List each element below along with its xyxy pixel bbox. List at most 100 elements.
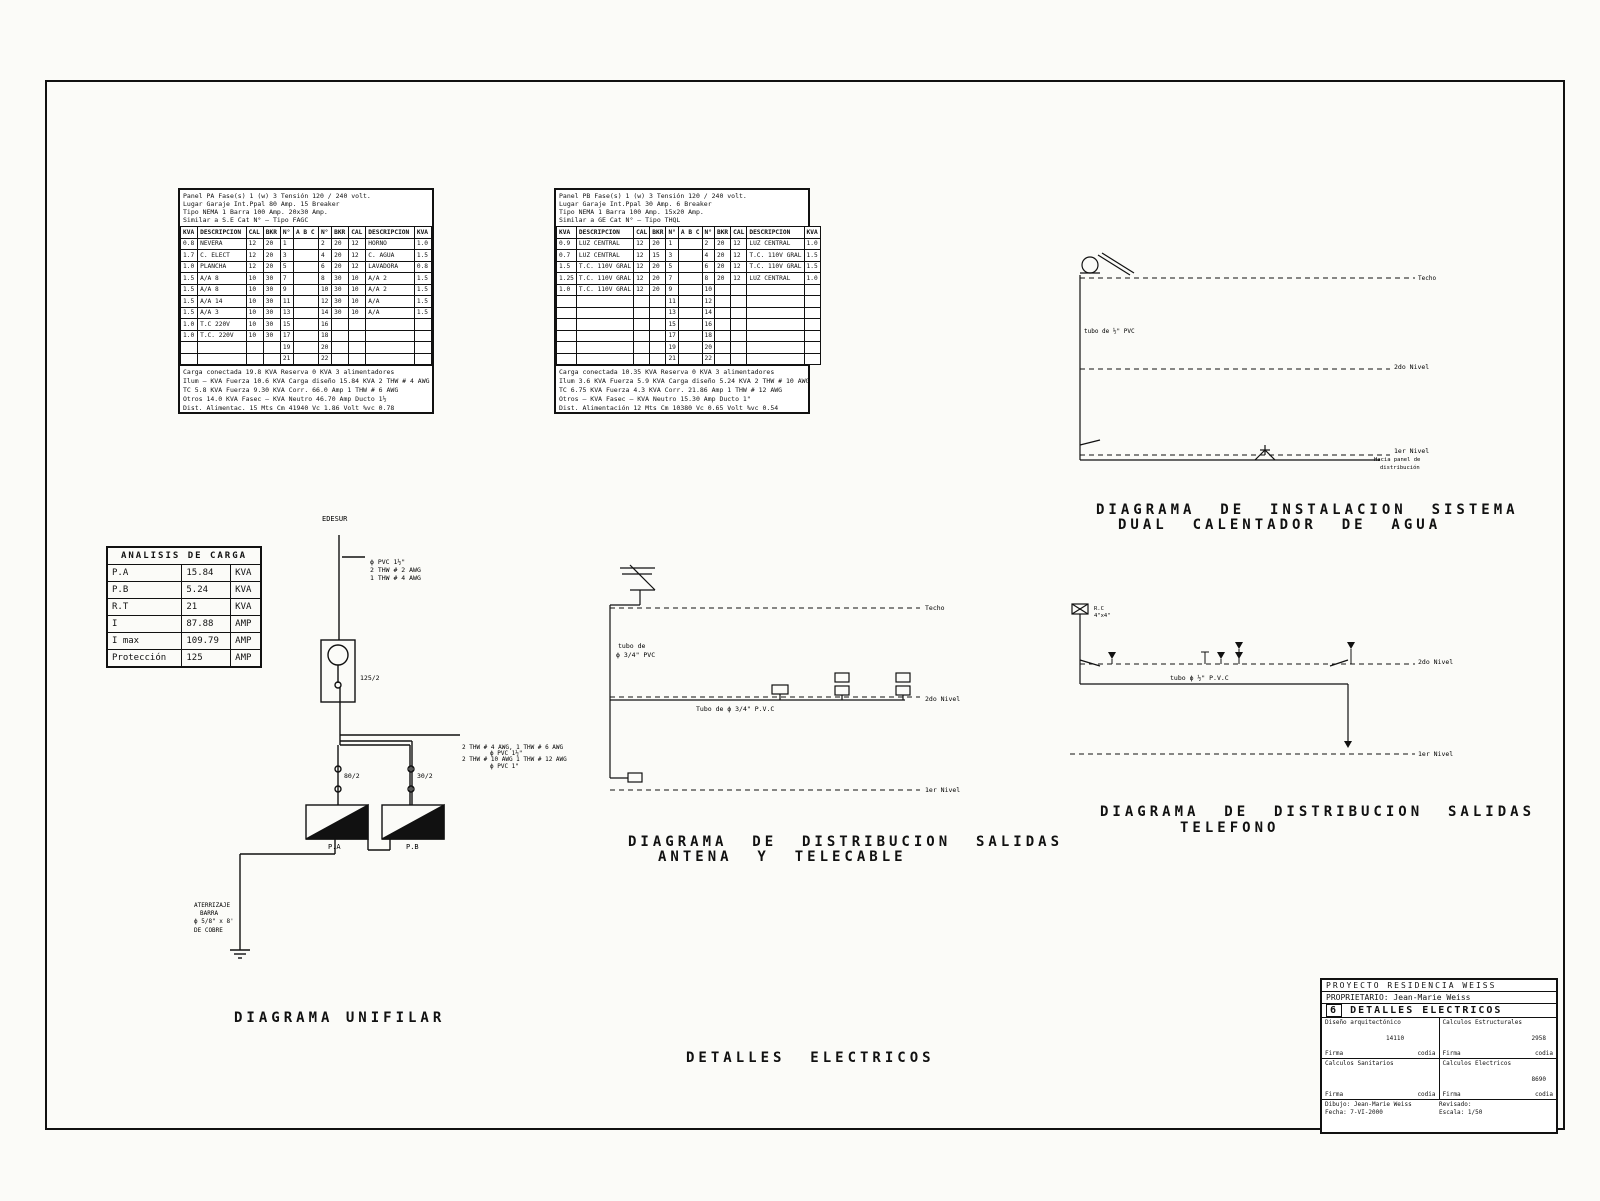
panel-column-header: KVA bbox=[413, 226, 433, 239]
panel-cell bbox=[292, 283, 319, 296]
panel-cell: 7 bbox=[665, 272, 679, 285]
panel-cell bbox=[649, 306, 667, 319]
panel-cell bbox=[713, 329, 732, 342]
panel-cell bbox=[677, 272, 703, 285]
panel-cell bbox=[803, 341, 821, 354]
calentador-level-1: 1er Nivel bbox=[1394, 447, 1429, 455]
panel-cell: 12 bbox=[730, 272, 748, 285]
panel-cell: 1.25 bbox=[556, 272, 577, 285]
sanit-codia-label: codia bbox=[1417, 1091, 1436, 1098]
panel-header-line: Panel PB Fase(s) 1 (w) 3 Tensión 120 / 2… bbox=[559, 192, 747, 200]
panel-cell: 10 bbox=[348, 295, 367, 308]
arch-codia: 14110 bbox=[1386, 1035, 1405, 1042]
panel-cell bbox=[556, 352, 577, 365]
branch-note-3: 2 THW # 10 AWG 1 THW # 12 AWG bbox=[462, 756, 567, 763]
panel-cell bbox=[649, 352, 667, 365]
panel-cell bbox=[245, 352, 264, 365]
panel-cell: 21 bbox=[279, 352, 294, 365]
panel-cell: 10 bbox=[348, 306, 367, 319]
panel-cell: 14 bbox=[317, 306, 333, 319]
panel-cell: 9 bbox=[279, 283, 294, 296]
panel-cell: 0.9 bbox=[556, 237, 577, 250]
panel-header-line: Lugar Garaje Int.Ppal 80 Amp. 15 Breaker bbox=[183, 200, 340, 208]
panel-cell: 12 bbox=[348, 260, 367, 273]
elec-codia-label: codia bbox=[1534, 1091, 1553, 1098]
panel-cell bbox=[730, 341, 748, 354]
panel-column-header: DESCRIPCION bbox=[365, 226, 415, 239]
arch-cell: Diseño arquitectónico 14110 Firma codia bbox=[1322, 1018, 1440, 1058]
breaker-pb-label: 30/2 bbox=[417, 772, 433, 780]
panel-cell bbox=[730, 283, 748, 296]
panel-column-header: DESCRIPCION bbox=[746, 226, 805, 239]
panel-cell: 1.0 bbox=[179, 329, 199, 342]
panel-cell: 1.5 bbox=[179, 272, 199, 285]
dibujo-label: Dibujo bbox=[1325, 1101, 1347, 1108]
panel-footer-line: Otros 14.0 KVA Fasec — KVA Neutro 46.70 … bbox=[183, 395, 387, 403]
panel-cell bbox=[730, 306, 748, 319]
panel-cell: 1 bbox=[279, 237, 294, 250]
panel-cell bbox=[633, 306, 651, 319]
panel-cell: A/A 3 bbox=[197, 306, 247, 319]
panel-cell bbox=[649, 318, 667, 331]
panel-cell bbox=[633, 318, 651, 331]
panel-cell: LUZ CENTRAL bbox=[746, 237, 805, 250]
panel-cell bbox=[348, 341, 367, 354]
panel-cell: 8 bbox=[317, 272, 333, 285]
panel-cell bbox=[331, 352, 350, 365]
panel-header-line: Tipo NEMA 1 Barra 100 Amp. 15x20 Amp. bbox=[559, 208, 704, 216]
panel-cell bbox=[803, 329, 821, 342]
panel-cell: 10 bbox=[348, 283, 367, 296]
panel-cell: 1.5 bbox=[413, 295, 433, 308]
panel-cell: 10 bbox=[245, 283, 264, 296]
panel-cell: 12 bbox=[730, 260, 748, 273]
panel-cell: 18 bbox=[701, 329, 716, 342]
panel-cell: 20 bbox=[331, 237, 350, 250]
panel-header-line: Similar a S.E Cat N° — Tipo FAGC bbox=[183, 216, 309, 224]
panel-cell bbox=[575, 352, 635, 365]
panel-cell bbox=[677, 260, 703, 273]
panel-cell bbox=[292, 272, 319, 285]
panel-cell: 10 bbox=[348, 272, 367, 285]
telefono-box-note-1: R.C bbox=[1094, 606, 1104, 612]
panel-cell: 7 bbox=[279, 272, 294, 285]
panel-cell: 0.7 bbox=[556, 249, 577, 262]
telefono-level-1: 1er Nivel bbox=[1418, 750, 1453, 758]
panel-cell bbox=[713, 341, 732, 354]
panel-cell: 20 bbox=[713, 272, 732, 285]
antena-pipe-vertical-1: tubo de bbox=[618, 642, 645, 650]
panel-cell bbox=[575, 329, 635, 342]
telephone-diagram: R.C 4"x4" 2do Nivel 1er Nivel tubo ϕ ½" … bbox=[1070, 603, 1453, 758]
panel-cell bbox=[556, 318, 577, 331]
panel-cell: 5 bbox=[279, 260, 294, 273]
panel-cell bbox=[292, 306, 319, 319]
panel-cell bbox=[677, 249, 703, 262]
panel-cell: T.C. 110V GRAL bbox=[746, 260, 805, 273]
load-analysis-cell: P.B bbox=[106, 581, 183, 599]
panel-column-header: BKR bbox=[649, 226, 667, 239]
panel-cell: 19 bbox=[665, 341, 679, 354]
panel-cell: 18 bbox=[317, 329, 333, 342]
panel-cell: 12 bbox=[245, 260, 264, 273]
panel-cell bbox=[413, 341, 433, 354]
panel-cell bbox=[245, 341, 264, 354]
panel-cell: 19 bbox=[279, 341, 294, 354]
panel-column-header: A B C bbox=[292, 226, 319, 239]
panel-cell: 12 bbox=[701, 295, 716, 308]
antena-title-2: ANTENA Y TELECABLE bbox=[658, 849, 907, 865]
elec-firma-label: Firma bbox=[1442, 1091, 1461, 1098]
panel-footer-line: Otros — KVA Fasec — KVA Neutro 15.30 Amp… bbox=[559, 395, 751, 403]
panel-cell bbox=[713, 318, 732, 331]
panel-cell: 14 bbox=[701, 306, 716, 319]
panel-cell bbox=[649, 295, 667, 308]
panel-footer-line: TC 6.75 KVA Fuerza 4.3 KVA Corr. 21.86 A… bbox=[559, 386, 783, 394]
panel-cell: 10 bbox=[245, 295, 264, 308]
panel-cell: 12 bbox=[245, 249, 264, 262]
panel-cell bbox=[746, 341, 805, 354]
panel-cell: 22 bbox=[317, 352, 333, 365]
panel-cell: 12 bbox=[633, 260, 651, 273]
panel-cell bbox=[331, 318, 350, 331]
panel-column-header: KVA bbox=[179, 226, 199, 239]
panel-cell: 1.0 bbox=[803, 272, 821, 285]
